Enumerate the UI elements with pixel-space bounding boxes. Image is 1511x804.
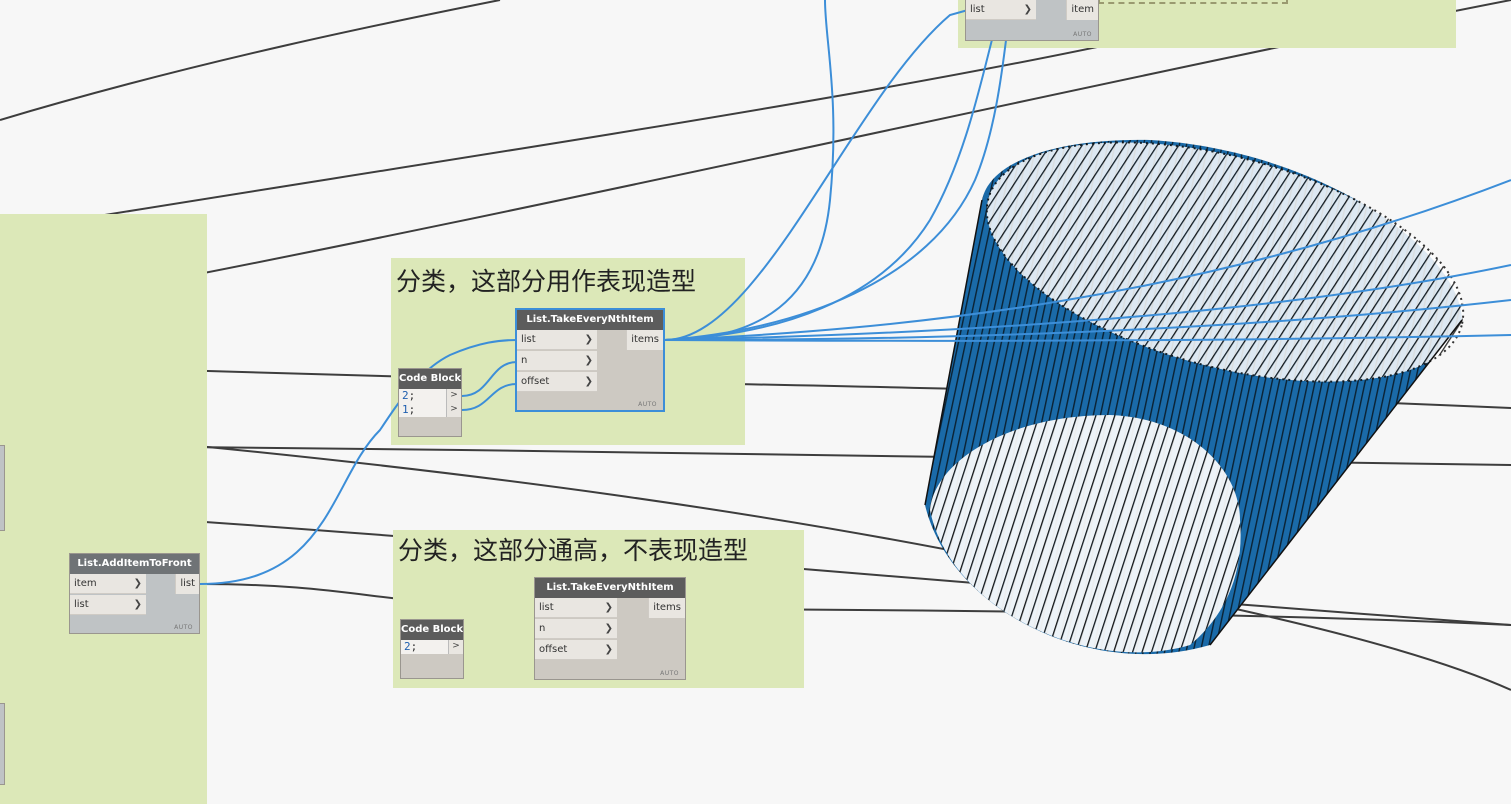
output-port-list[interactable]: list (175, 574, 199, 594)
take-every-nth-item-node[interactable]: List.TakeEveryNthItem list❯ n❯ offset❯ i… (535, 578, 685, 679)
wire (664, 264, 1511, 341)
lacing-mode-label: AUTO (660, 670, 679, 677)
add-item-to-front-node[interactable]: List.AddItemToFront item❯ list❯ list AUT… (70, 554, 199, 633)
lacing-mode-label: AUTO (174, 624, 193, 631)
code-line[interactable]: 1; (399, 403, 447, 417)
node-title: List.AddItemToFront (70, 554, 199, 574)
input-port-item[interactable]: item❯ (70, 574, 146, 594)
input-port-list[interactable]: list❯ (70, 595, 146, 615)
wire (461, 383, 518, 411)
cylinder-top-rim (985, 141, 1465, 383)
wire (664, 9, 1011, 341)
wire (664, 9, 969, 341)
selection-outline (1098, 0, 1288, 4)
cylinder-outline (924, 199, 1463, 646)
wire (0, 427, 1511, 691)
group-title: 分类，这部分用作表现造型 (396, 267, 697, 296)
code-line[interactable]: 2; (399, 389, 447, 403)
partial-node-left[interactable] (0, 704, 4, 784)
cylinder-inner-face (930, 415, 1241, 653)
output-port-items[interactable]: items (648, 598, 685, 618)
output-port-items[interactable]: items (626, 330, 663, 350)
input-port-list[interactable]: list❯ (966, 0, 1036, 20)
top-partial-node[interactable]: list❯ item AUTO (966, 0, 1098, 40)
input-port-offset[interactable]: offset❯ (517, 372, 597, 392)
code-block-node[interactable]: Code Block 2; > 1; > (399, 369, 461, 436)
code-line[interactable]: 2; (401, 640, 449, 654)
output-port-item[interactable]: item (1066, 0, 1098, 20)
input-port-list[interactable]: list❯ (535, 598, 617, 618)
input-port-n[interactable]: n❯ (535, 619, 617, 639)
wire (664, 9, 1001, 341)
wire (0, 0, 501, 121)
input-port-n[interactable]: n❯ (517, 351, 597, 371)
input-port-offset[interactable]: offset❯ (535, 640, 617, 660)
wire (664, 0, 835, 341)
wire (664, 299, 1511, 341)
code-block-node[interactable]: Code Block 2; > (401, 620, 463, 678)
node-title: Code Block (399, 369, 461, 389)
output-port[interactable]: > (448, 640, 463, 654)
node-title: List.TakeEveryNthItem (517, 310, 663, 330)
lacing-mode-label: AUTO (638, 401, 657, 408)
take-every-nth-item-node[interactable]: List.TakeEveryNthItem list❯ n❯ offset❯ i… (517, 310, 663, 410)
wire (664, 334, 1511, 342)
left-group (0, 214, 207, 804)
node-title: Code Block (401, 620, 463, 640)
group-title: 分类，这部分通高，不表现造型 (398, 536, 749, 565)
wire (461, 361, 518, 397)
wire (664, 179, 1511, 341)
wire (199, 339, 518, 585)
output-port[interactable]: > (446, 389, 461, 403)
partial-node-left[interactable] (0, 446, 4, 530)
output-port[interactable]: > (446, 403, 461, 417)
node-title: List.TakeEveryNthItem (535, 578, 685, 598)
lacing-mode-label: AUTO (1073, 31, 1092, 38)
input-port-list[interactable]: list❯ (517, 330, 597, 350)
